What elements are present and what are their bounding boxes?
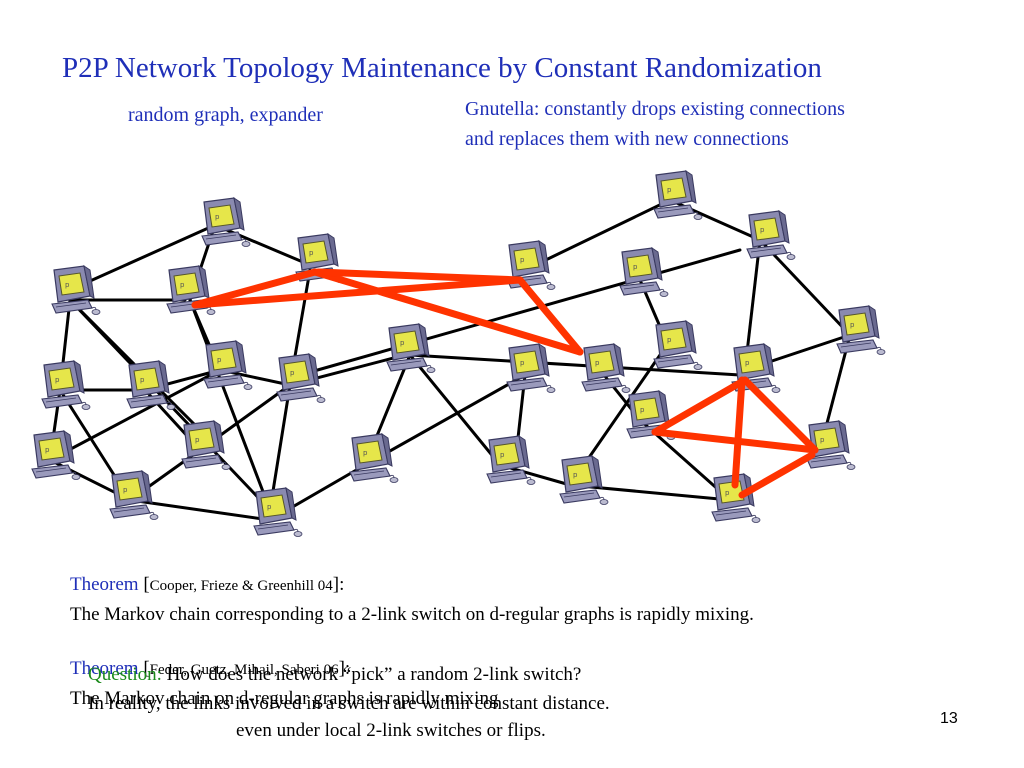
computer-icon xyxy=(386,323,436,374)
theorem1-label: Theorem xyxy=(70,574,139,595)
computer-icon xyxy=(181,420,231,471)
computer-icon xyxy=(31,430,81,481)
page-number: 13 xyxy=(940,710,958,727)
theorem2-body-continued: even under local 2-link switches or flip… xyxy=(236,720,546,741)
computer-icon xyxy=(203,340,253,391)
subtitle-right-line2: and replaces them with new connections xyxy=(465,128,789,150)
theorem1-body: The Markov chain corresponding to a 2-li… xyxy=(70,604,754,625)
computer-icon xyxy=(559,455,609,506)
subtitle-left: random graph, expander xyxy=(128,104,323,126)
computer-icon xyxy=(486,435,536,486)
reality-note: In reality, the links involved in a swit… xyxy=(88,693,610,714)
theorem1-citation: Cooper, Frieze & Greenhill 04 xyxy=(149,578,333,594)
computer-icon xyxy=(653,170,703,221)
theorem2-heading: Theorem [Feder, Guetz, Mihail, Saberi 06… xyxy=(70,658,351,679)
subtitle-right: Gnutella: constantly drops existing conn… xyxy=(465,94,845,154)
computer-icon xyxy=(41,360,91,411)
subtitle-right-line1: Gnutella: constantly drops existing conn… xyxy=(465,98,845,120)
theorem2-body: The Markov chain on d-regular graphs is … xyxy=(70,688,499,709)
network-diagram: p xyxy=(31,170,886,538)
computer-icon xyxy=(619,247,669,298)
question-label: Question: xyxy=(88,664,162,685)
computer-icon xyxy=(581,343,631,394)
theorem2-citation: Feder, Guetz, Mihail, Saberi 06 xyxy=(149,662,339,678)
computer-icon xyxy=(109,470,159,521)
computer-icon xyxy=(653,320,703,371)
question-text: How does the network “pick” a random 2-l… xyxy=(161,664,582,685)
theorem1-heading: Theorem [Cooper, Frieze & Greenhill 04]: xyxy=(70,574,345,595)
computer-icon xyxy=(276,353,326,404)
computer-icon xyxy=(201,197,251,248)
computer-icon xyxy=(349,433,399,484)
theorem2-label: Theorem xyxy=(70,658,139,679)
computer-icon xyxy=(746,210,796,261)
computer-icon xyxy=(253,487,303,538)
computer-icon xyxy=(506,343,556,394)
network-edges xyxy=(48,198,852,522)
computer-icon xyxy=(126,360,176,411)
computer-icon xyxy=(836,305,886,356)
computer-icon xyxy=(51,265,101,316)
question-line: Question: How does the network “pick” a … xyxy=(88,664,581,686)
switched-links xyxy=(191,268,819,499)
network-nodes xyxy=(31,170,886,538)
slide-title: P2P Network Topology Maintenance by Cons… xyxy=(62,52,822,84)
